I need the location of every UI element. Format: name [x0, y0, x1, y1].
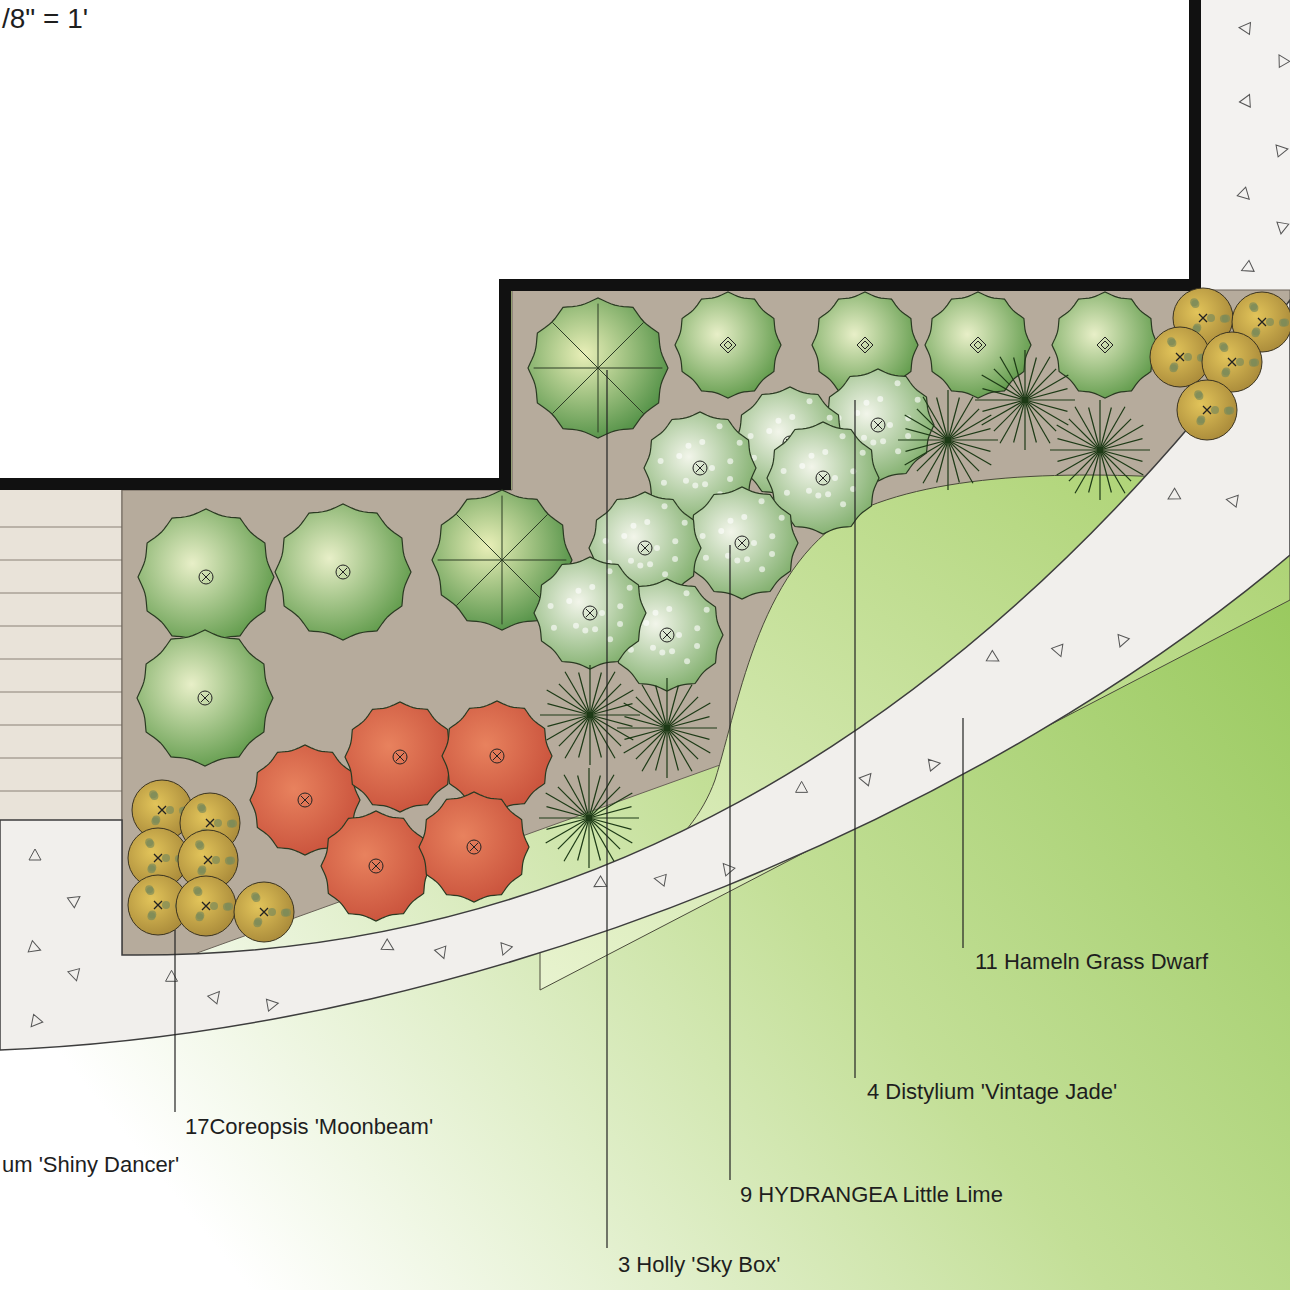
leader-line: [962, 718, 963, 948]
paving-mark: [1237, 187, 1253, 203]
paving-mark: [435, 946, 450, 960]
paving-mark: [1238, 21, 1250, 34]
paving-mark: [1225, 493, 1238, 507]
distylium-symbol: [675, 292, 781, 398]
paving-mark: [859, 770, 875, 786]
paving-mark: [1114, 635, 1129, 649]
paving-mark: [1239, 92, 1255, 107]
paving-mark: [208, 988, 224, 1004]
paving-mark: [1275, 222, 1289, 235]
deck-board: [0, 560, 122, 561]
coreopsis-symbol: [1150, 327, 1210, 387]
grass-symbol: [540, 665, 640, 765]
hydrangea-symbol: [534, 557, 646, 669]
leader-line: [729, 545, 730, 1180]
paving: [1195, 0, 1290, 300]
shrub-symbol: [275, 504, 411, 640]
paving-mark: [27, 1014, 43, 1030]
grass-symbol: [539, 768, 639, 868]
paving-mark: [1165, 488, 1181, 504]
plant-callout: 9 HYDRANGEA Little Lime: [740, 1183, 1003, 1207]
grass-symbol: [1050, 400, 1150, 500]
paving-mark: [928, 757, 941, 771]
deck-board: [0, 626, 122, 627]
paving-mark: [796, 781, 808, 792]
holly-symbol: [528, 298, 668, 438]
distylium-symbol: [1052, 292, 1158, 398]
coreopsis-symbol: [176, 876, 236, 936]
paving-mark: [29, 849, 41, 860]
deck: [0, 490, 122, 825]
plant-callout: 17Coreopsis 'Moonbeam': [185, 1115, 433, 1139]
holly-symbol: [432, 490, 572, 630]
plant-callout: 3 Holly 'Sky Box': [618, 1253, 780, 1277]
deck-board: [0, 593, 122, 594]
shrub-symbol: [137, 630, 273, 766]
leader-line: [606, 370, 607, 1248]
paving-mark: [986, 650, 1002, 666]
paving-mark: [1276, 143, 1289, 157]
grass-symbol: [617, 678, 717, 778]
hydrangea-symbol: [767, 422, 879, 534]
leader-line: [854, 400, 855, 1078]
hydrangea-symbol: [686, 487, 798, 599]
coreopsis-symbol: [234, 882, 294, 942]
red-shrub-symbol: [442, 701, 552, 811]
shrub-symbol: [138, 509, 274, 645]
house-wall: [0, 0, 1195, 484]
paving-mark: [591, 876, 607, 892]
red-shrub-symbol: [321, 811, 431, 921]
deck-board: [0, 725, 122, 726]
paving-mark: [266, 997, 279, 1011]
grass-symbol: [975, 350, 1075, 450]
coreopsis-symbol: [1177, 380, 1237, 440]
paving-mark: [497, 943, 512, 957]
paving-mark: [653, 872, 666, 886]
leader-line: [174, 930, 175, 1112]
paving-mark: [381, 939, 397, 955]
deck-board: [0, 692, 122, 693]
plant-callout: um 'Shiny Dancer': [2, 1153, 179, 1177]
paving-mark: [1052, 644, 1067, 658]
plant-callout: 4 Distylium 'Vintage Jade': [867, 1080, 1117, 1104]
paving-mark: [68, 969, 82, 983]
paving-mark: [719, 860, 735, 876]
deck-board: [0, 659, 122, 660]
scale-note: /8" = 1': [2, 4, 88, 35]
paving-mark: [28, 941, 42, 956]
paving-mark: [1239, 260, 1254, 276]
grass-symbol: [898, 390, 998, 490]
plant-callout: 11 Hameln Grass Dwarf: [975, 950, 1208, 974]
paving-mark: [166, 970, 178, 981]
red-shrub-symbol: [345, 702, 455, 812]
deck-board: [0, 758, 122, 759]
deck-board: [0, 791, 122, 792]
red-shrub-symbol: [419, 792, 529, 902]
paving-mark: [67, 892, 83, 908]
deck-board: [0, 527, 122, 528]
paving-mark: [1274, 52, 1290, 68]
